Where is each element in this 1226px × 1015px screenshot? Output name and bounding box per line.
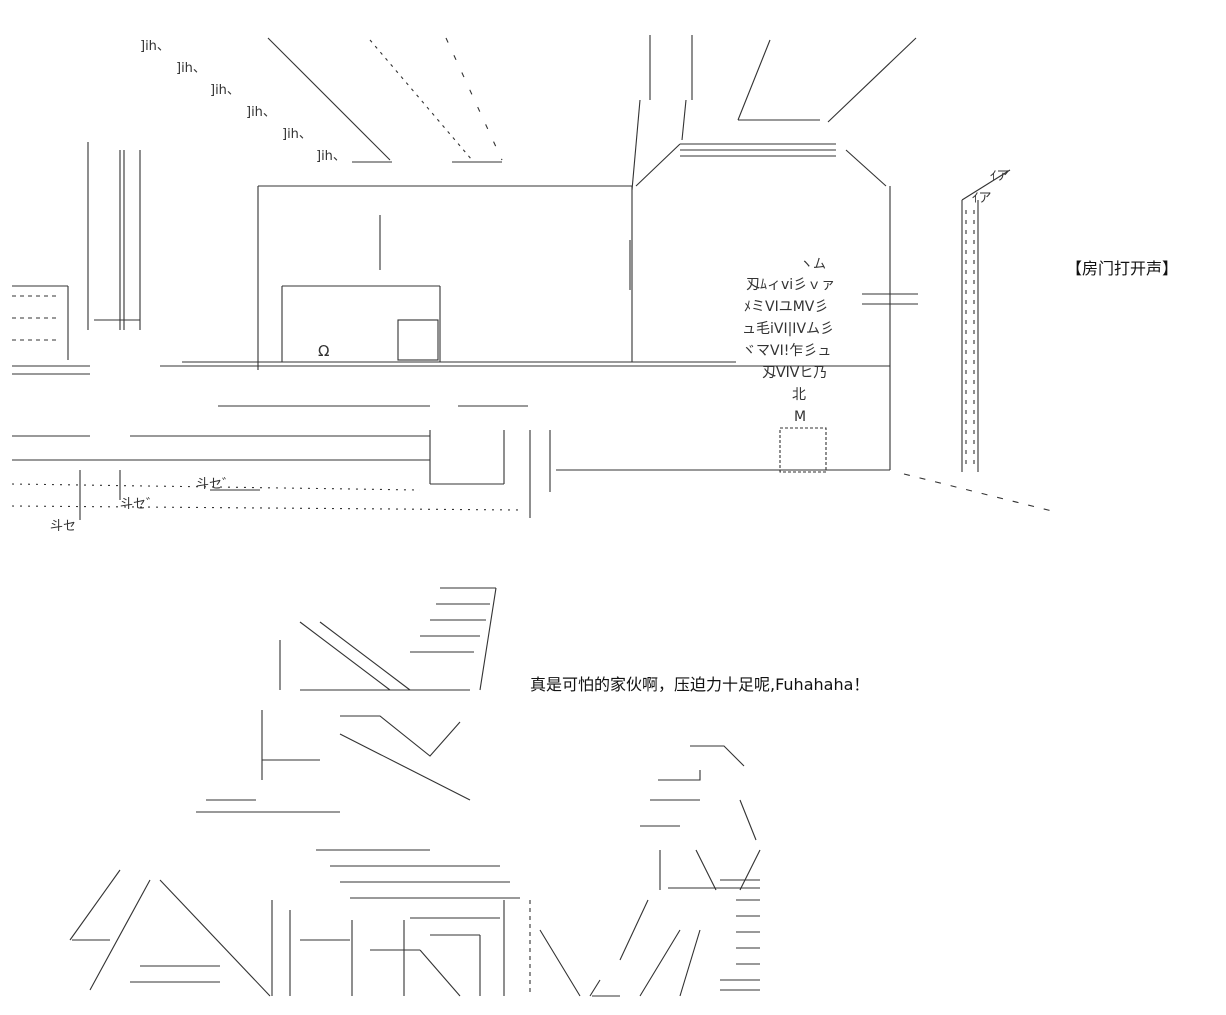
- ascii-fragment: ]ih、: [176, 61, 206, 76]
- omega-glyph: Ω: [318, 342, 330, 360]
- ascii-fragment: 斗セ゛: [196, 477, 236, 492]
- dialogue-caption: 真是可怕的家伙啊，压迫力十足呢,Fuhahaha！: [530, 675, 870, 694]
- ascii-fragment: 斗セ: [50, 519, 77, 534]
- ascii-fragment: ]ih、: [210, 83, 240, 98]
- ghost-fragment: ュ毛iVI|IVム彡: [742, 321, 835, 337]
- ascii-fragment: ｲア: [990, 169, 1010, 184]
- ascii-fragment: ｲア: [972, 191, 992, 206]
- ghost-fragment: 北: [792, 387, 806, 403]
- ascii-fragment: 斗セ゛: [120, 497, 160, 512]
- sound-effect-caption: 【房门打开声】: [1066, 259, 1179, 278]
- ghost-fragment: 刄VIVヒ乃: [762, 365, 828, 381]
- ascii-fragment: ]ih、: [316, 149, 346, 164]
- ascii-fragment: ]ih、: [246, 105, 276, 120]
- ghost-fragment: ﾒミVIユMV彡: [744, 299, 829, 315]
- ascii-fragment: ]ih、: [140, 39, 170, 54]
- ghost-fragment: 刄ﾑィvi彡ｖァ: [746, 277, 836, 293]
- ghost-fragment: ヽム: [800, 257, 827, 272]
- ghost-fragment: M: [794, 409, 807, 425]
- ghost-fragment: ヾマVI!乍彡ュ: [742, 343, 832, 359]
- ascii-fragment: ]ih、: [282, 127, 312, 142]
